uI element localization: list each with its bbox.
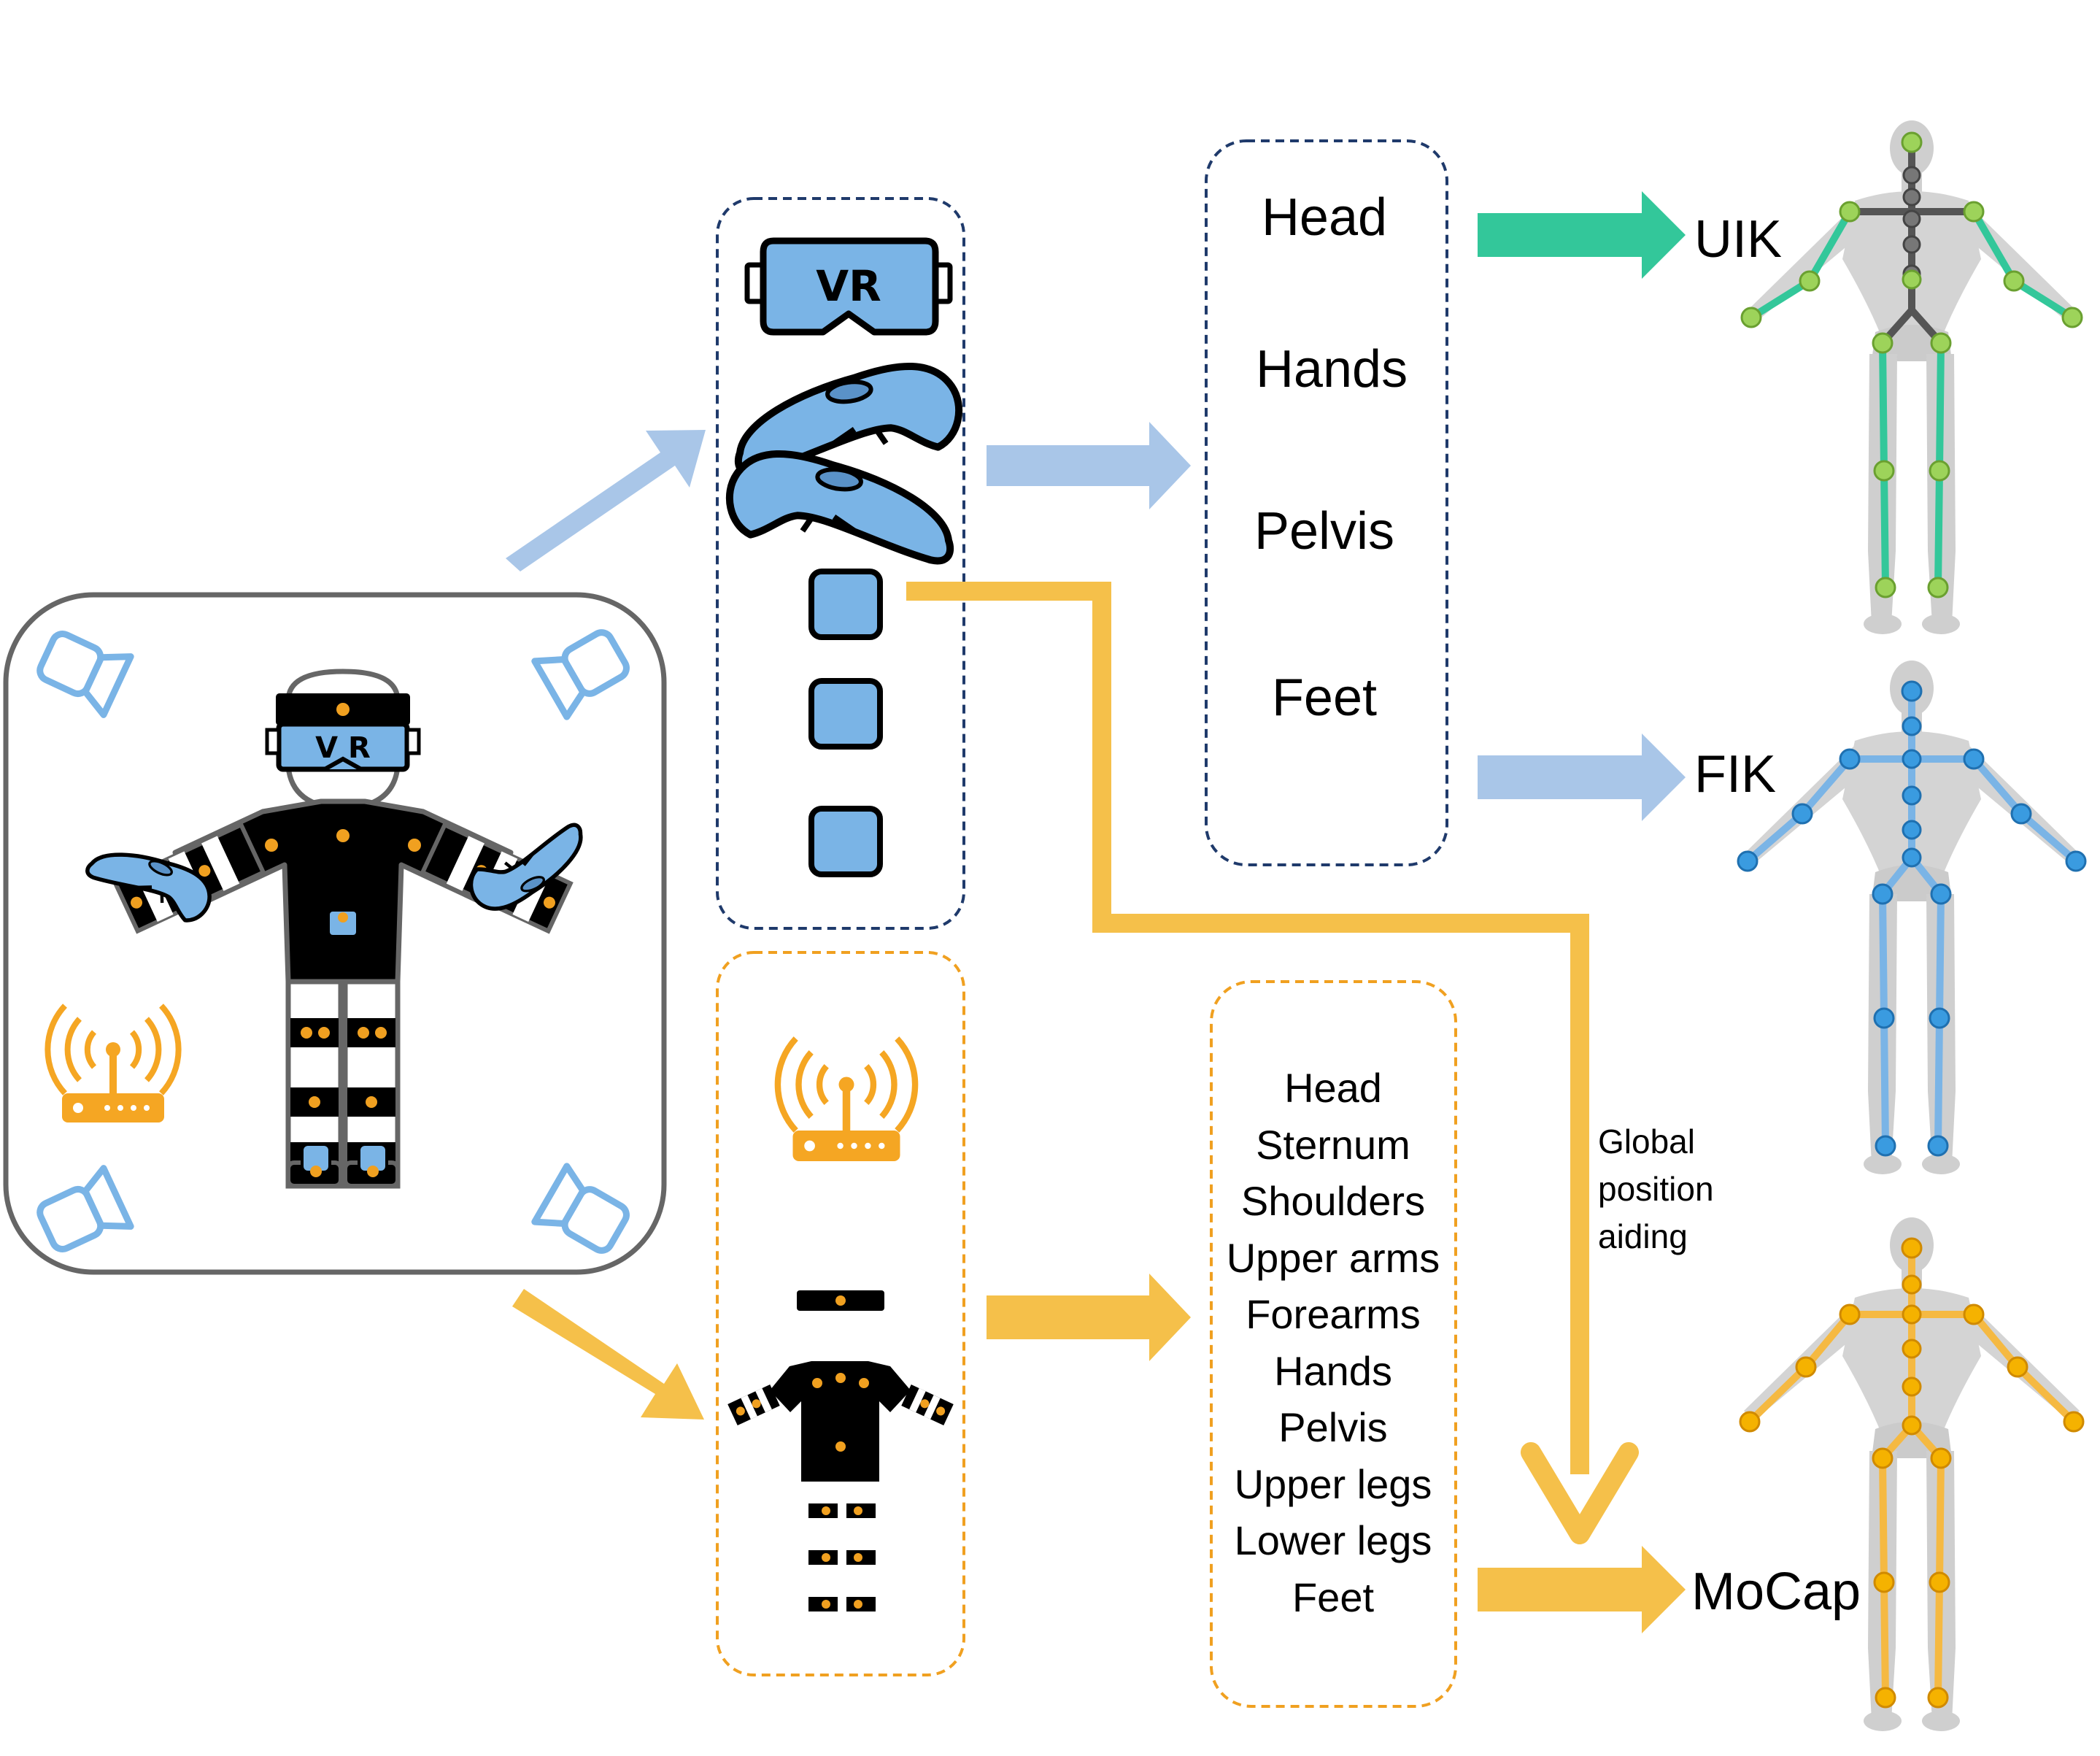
output-label-mocap: MoCap [1691,1563,1861,1621]
mocap-list-item: Forearms [1246,1291,1421,1337]
vr-list-item-hands: Hands [1256,340,1408,398]
arrow-room-to-mocap [512,1289,704,1420]
mocap-list-item: Hands [1274,1348,1392,1394]
mocap-suit-icon [727,1290,954,1611]
mocap-list-item: Lower legs [1235,1517,1432,1563]
mocap-segment-list: Head Sternum Shoulders Upper arms Forear… [1210,980,1457,1708]
vr-list-item-feet: Feet [1272,669,1377,727]
vr-list-item-head: Head [1262,188,1387,247]
vr-headset-icon: VR [744,237,953,336]
vr-list-item-pelvis: Pelvis [1254,502,1394,561]
tracker-icon-1 [808,569,883,640]
vr-headset-text: VR [816,261,881,311]
mocap-list-item: Shoulders [1241,1178,1425,1224]
aiding-note-line-2: position [1598,1170,1714,1208]
mocap-list-item: Pelvis [1278,1404,1387,1450]
arrow-room-to-vr [506,430,706,571]
mocap-list-item: Head [1284,1065,1382,1111]
vr-device-box: VR [716,197,964,930]
skeleton-mocap [1739,1217,2085,1731]
mocap-device-box [716,951,965,1676]
global-position-aiding-path [906,582,1589,1474]
arrow-to-fik [1478,733,1686,821]
vr-segment-list: Head Hands Pelvis Feet [1205,139,1448,866]
mocap-list-item: Feet [1292,1574,1374,1620]
arrow-to-uik [1478,191,1686,279]
capture-room: V R [3,592,667,1275]
tracker-icon-2 [808,678,883,750]
output-label-fik: FIK [1694,745,1776,804]
skeleton-uik [1740,120,2083,634]
mocap-list-item: Upper arms [1227,1235,1440,1281]
aiding-note-line-3: aiding [1598,1217,1688,1255]
person-headset-text: V R [315,731,371,765]
person-with-sensors: V R [85,669,597,1189]
arrow-mocap-to-list [987,1274,1191,1361]
mocap-list-item: Sternum [1256,1122,1410,1168]
aiding-note-line-1: Global [1598,1122,1695,1160]
skeleton-fik [1737,661,2087,1174]
output-label-uik: UIK [1694,210,1782,269]
tracker-icon-3 [808,806,883,877]
arrow-to-mocap [1478,1546,1686,1633]
arrow-vr-to-list [987,422,1191,509]
mocap-list-item: Upper legs [1235,1461,1432,1507]
aiding-arrowhead [1521,1442,1639,1544]
